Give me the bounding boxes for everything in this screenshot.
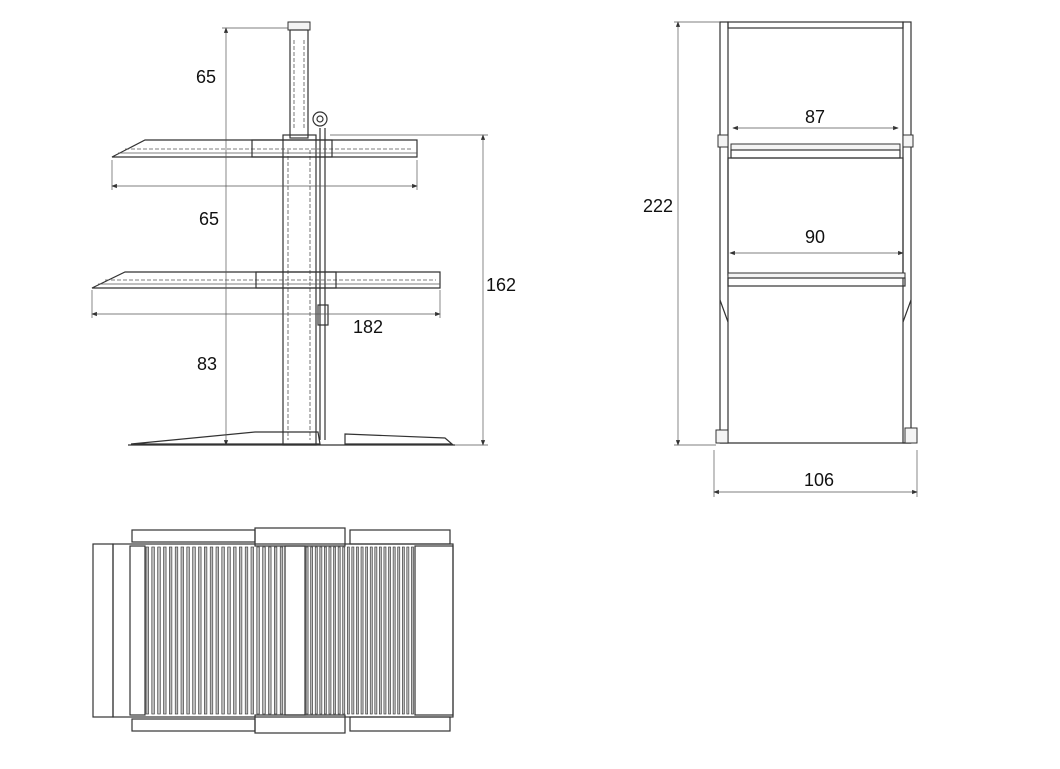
slat [268, 546, 272, 715]
slat [351, 546, 355, 715]
slat [215, 546, 219, 715]
dim-upper-platform-width: 87 [805, 107, 825, 127]
slat [186, 546, 190, 715]
dim-outer-width: 106 [804, 470, 834, 490]
slat [198, 546, 202, 715]
slat [279, 546, 284, 715]
slat [319, 546, 323, 715]
slat [360, 546, 364, 715]
dimension-lines [674, 21, 918, 497]
slat [310, 546, 314, 715]
slats [145, 546, 414, 715]
slat [174, 546, 179, 715]
slat [406, 546, 410, 715]
slat [328, 546, 332, 715]
slat [262, 546, 266, 715]
slat [169, 546, 173, 715]
slat [204, 546, 208, 715]
dim-platform-length: 182 [353, 317, 383, 337]
slat [342, 546, 346, 715]
slat [233, 546, 237, 715]
front-view: 222 87 90 106 [643, 21, 918, 497]
slat [256, 546, 260, 715]
base-ramps [128, 431, 455, 446]
slat [244, 546, 249, 715]
dim-lower-height: 83 [197, 354, 217, 374]
slat [401, 546, 405, 715]
dim-lower-platform-width: 90 [805, 227, 825, 247]
dim-middle-gap: 65 [199, 209, 219, 229]
dim-platform-height: 162 [486, 275, 516, 295]
top-view [92, 527, 454, 734]
upper-platform [111, 139, 418, 158]
slat [157, 546, 161, 715]
slat [305, 546, 309, 715]
slat [356, 546, 359, 715]
slat [145, 546, 149, 715]
slat [365, 546, 369, 715]
slat [397, 546, 401, 715]
dim-total-height: 222 [643, 196, 673, 216]
slat [227, 546, 231, 715]
slat [250, 546, 254, 715]
column [282, 21, 329, 446]
slat [180, 546, 184, 715]
lower-platform [91, 271, 441, 289]
slat [411, 546, 414, 715]
slat [346, 546, 350, 715]
side-view: 65 65 83 182 162 [91, 21, 516, 446]
slat [374, 546, 378, 715]
slat [383, 546, 387, 715]
slat [392, 546, 396, 715]
slat [209, 546, 214, 715]
slat [239, 546, 243, 715]
slat [314, 546, 318, 715]
slat [333, 546, 336, 715]
slat [163, 546, 167, 715]
slat [221, 546, 225, 715]
slat [323, 546, 327, 715]
slat [369, 546, 373, 715]
slat [151, 546, 155, 715]
slat [273, 546, 278, 715]
slat [378, 546, 382, 715]
slat [388, 546, 391, 715]
slat [337, 546, 341, 715]
dim-upper-gap: 65 [196, 67, 216, 87]
dimension-lines [91, 27, 488, 446]
slat [192, 546, 196, 715]
